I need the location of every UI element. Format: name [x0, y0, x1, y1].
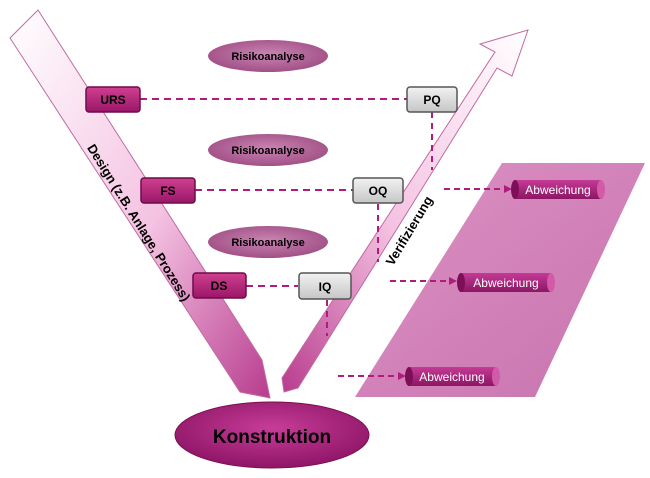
fs-label: FS	[160, 184, 175, 198]
fs-box	[140, 177, 196, 204]
pq-box	[406, 86, 458, 113]
ds-box	[192, 272, 247, 299]
urs-box	[85, 86, 141, 113]
deviation-1: Abweichung	[511, 180, 605, 199]
risk-label-2: Risikoanalyse	[231, 145, 304, 157]
construction-label: Konstruktion	[213, 427, 331, 448]
ds-label: DS	[211, 279, 228, 293]
construction-ellipse	[174, 401, 370, 469]
verification-arrow	[281, 29, 529, 393]
deviation-label-3: Abweichung	[419, 370, 484, 384]
oq-box	[352, 177, 404, 204]
risk-label-3: Risikoanalyse	[231, 237, 304, 249]
risk-oval-1	[208, 40, 328, 72]
deviation-label-2: Abweichung	[473, 276, 538, 290]
risk-oval-2	[208, 134, 328, 166]
oq-label: OQ	[369, 184, 388, 198]
iq-label: IQ	[319, 280, 332, 294]
urs-label: URS	[100, 93, 125, 107]
design-arrow-label: Design (z.B. Anlage, Prozess)	[84, 141, 193, 304]
iq-box	[298, 272, 352, 300]
design-arrow	[9, 9, 271, 399]
risk-label-1: Risikoanalyse	[231, 51, 304, 63]
risk-oval-3	[208, 226, 328, 258]
deviation-2: Abweichung	[457, 273, 555, 292]
deviation-label-1: Abweichung	[525, 183, 590, 197]
deviation-3: Abweichung	[405, 367, 500, 386]
pq-label: PQ	[423, 93, 440, 107]
